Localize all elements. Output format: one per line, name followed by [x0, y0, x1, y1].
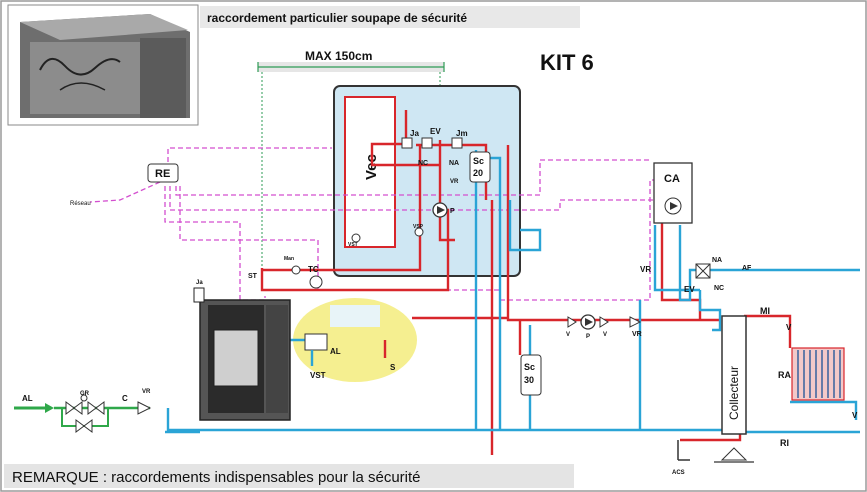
- svg-text:VSP: VSP: [413, 224, 424, 230]
- svg-text:EV: EV: [684, 285, 695, 294]
- vec-tank: Vec: [344, 96, 396, 248]
- svg-text:RI: RI: [780, 438, 789, 448]
- safety-zone: [293, 298, 417, 382]
- svg-text:V: V: [603, 332, 607, 338]
- pump-icon: [432, 202, 596, 330]
- hot-pipes: [260, 110, 792, 455]
- gauges: [291, 137, 463, 289]
- svg-text:VR: VR: [632, 331, 642, 338]
- svg-text:MI: MI: [760, 306, 770, 316]
- svg-text:NC: NC: [714, 285, 724, 292]
- svg-text:NC: NC: [418, 160, 428, 167]
- ground-symbol: [714, 447, 754, 463]
- svg-text:VST: VST: [310, 371, 326, 380]
- svg-text:Sc: Sc: [524, 362, 535, 372]
- svg-text:Ja: Ja: [196, 280, 203, 286]
- svg-text:GR: GR: [80, 391, 90, 397]
- svg-text:VR: VR: [142, 389, 151, 395]
- caption-bar: [200, 6, 580, 28]
- reseau-label: Réseau: [70, 201, 91, 207]
- svg-text:AF: AF: [742, 265, 752, 272]
- kit-title: KIT 6: [540, 50, 594, 75]
- svg-text:VST: VST: [348, 242, 358, 248]
- acs-tap: [677, 440, 690, 461]
- pump-valves: [567, 316, 642, 328]
- svg-text:V: V: [566, 332, 570, 338]
- svg-text:VR: VR: [450, 179, 459, 185]
- svg-text:20: 20: [473, 168, 483, 178]
- check-valve-left: [137, 401, 152, 415]
- svg-text:NA: NA: [712, 257, 722, 264]
- stove-unit: [193, 287, 291, 421]
- svg-text:RA: RA: [778, 370, 791, 380]
- svg-text:AL: AL: [22, 394, 33, 403]
- re-label: RE: [155, 168, 170, 180]
- svg-text:Ja: Ja: [410, 129, 419, 138]
- expansion-vessel-sc30: Sc 30: [520, 354, 542, 396]
- radiator-icon: [791, 347, 845, 401]
- caption-text: raccordement particulier soupape de sécu…: [207, 11, 467, 25]
- svg-text:ST: ST: [248, 273, 258, 280]
- svg-text:ACS: ACS: [672, 470, 685, 476]
- svg-text:AL: AL: [330, 347, 341, 356]
- expansion-vessel-sc20: Sc 20: [469, 151, 491, 183]
- svg-text:Jm: Jm: [456, 129, 468, 138]
- boiler-icon: CA: [653, 162, 693, 224]
- svg-text:C: C: [122, 394, 128, 403]
- re-box: RE: [147, 163, 179, 183]
- max-dimension-label: MAX 150cm: [305, 49, 372, 63]
- svg-text:P: P: [586, 334, 590, 340]
- ca-label: CA: [664, 173, 680, 185]
- collector: Collecteur: [721, 315, 747, 435]
- svg-text:EV: EV: [430, 127, 441, 136]
- valve-icon: [65, 394, 105, 433]
- svg-text:V: V: [786, 323, 792, 332]
- ev-valve-right: [695, 263, 711, 279]
- svg-text:P: P: [450, 208, 455, 215]
- svg-text:Man: Man: [284, 256, 294, 262]
- vst-valve: [304, 333, 328, 366]
- svg-text:TC: TC: [308, 265, 319, 274]
- footer-bar: [4, 464, 574, 488]
- safety-fitting: [330, 305, 380, 327]
- svg-text:VR: VR: [640, 265, 651, 274]
- footer-remark: REMARQUE : raccordements indispensables …: [12, 469, 421, 486]
- collector-label: Collecteur: [727, 366, 741, 420]
- svg-text:V: V: [852, 411, 858, 420]
- svg-text:Sc: Sc: [473, 156, 484, 166]
- svg-text:NA: NA: [449, 160, 459, 167]
- svg-text:30: 30: [524, 375, 534, 385]
- stove-photo: [7, 4, 199, 126]
- svg-text:S: S: [390, 363, 396, 372]
- vec-label: Vec: [363, 154, 380, 180]
- component-labels: Ja EV Jm NC NA VR P VST VSP VR NA EV NC …: [22, 127, 858, 476]
